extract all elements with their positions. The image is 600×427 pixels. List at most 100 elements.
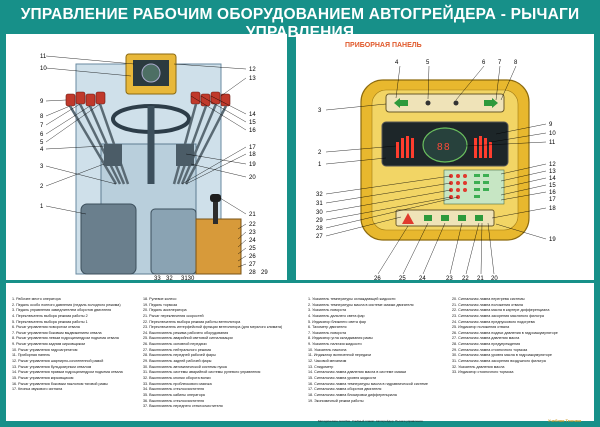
legend-item: 28. Выключатель передней рабочей фары <box>143 353 216 358</box>
callout-left-20: 20 <box>249 175 256 181</box>
legend-item: 6. Рычаг управления поворотом отвала <box>12 325 80 330</box>
legend-column-3: 1. Указатель температуры охлаждающей жид… <box>308 297 428 404</box>
legend-item: 26. Сигнальная лампа подачи давления в г… <box>452 330 558 335</box>
legend: 1. Рабочее место оператора 2. Педаль осо… <box>6 283 594 421</box>
legend-item: 8. Индикатор угла складывания рамы <box>308 336 373 341</box>
legend-item: 30. Сигнальная лампа уровня масла в гидр… <box>452 353 552 358</box>
callout-right-12: 12 <box>549 162 556 168</box>
callout-right-18: 18 <box>549 206 556 212</box>
legend-item: 34. Выключатель стеклоочистителя <box>143 387 205 392</box>
callout-right-16: 16 <box>549 190 556 196</box>
legend-item: 25. Выключатель аварийной световой сигна… <box>143 336 233 341</box>
callout-right-11: 11 <box>549 140 556 146</box>
callout-right-21: 21 <box>477 276 484 280</box>
legend-item: 12. Часовой механизм <box>308 359 347 364</box>
legend-item: 5. Индикатор ближнего света фар <box>308 319 367 324</box>
legend-item: 21. Рычаг переключения скоростей <box>143 313 204 318</box>
callout-left-13: 13 <box>249 76 256 82</box>
callout-left-2: 2 <box>40 184 44 190</box>
callout-left-8: 8 <box>40 114 44 120</box>
legend-item: 27. Выключатель нейтрального режима <box>143 347 211 352</box>
footer-note: Методическое пособие. Учебный плакат. Ав… <box>318 419 424 423</box>
legend-item: 7. Указатель поворота <box>308 330 347 335</box>
legend-item: 25. Индикатор положения отвала <box>452 325 510 330</box>
callout-left-23: 23 <box>249 230 256 236</box>
legend-item: 29. Выключатель задней рабочей фары <box>143 359 212 364</box>
legend-item: 36. Выключатель стеклоочистителя <box>143 398 205 403</box>
legend-item: 16. Сигнальная лампа температуры масла в… <box>308 381 428 386</box>
callout-left-5: 5 <box>40 140 44 146</box>
cab-drawing: 11 10 9 8 7 6 5 4 3 2 1 12 13 14 15 16 1… <box>40 53 268 282</box>
legend-item: 15. Сигнальная лампа уровня жидкости <box>308 375 377 380</box>
legend-item: 28. Сигнальная лампа предупреждения <box>452 342 521 347</box>
legend-item: 22. Сигнальная лампа масла в картере диф… <box>452 308 550 313</box>
legend-item: 4. Указатель дальнего света фар <box>308 313 365 318</box>
callout-right-32: 32 <box>316 192 323 198</box>
legend-column-2: 18. Рулевое колесо 19. Педаль тормоза 20… <box>143 297 282 410</box>
callout-left-1: 1 <box>40 204 44 210</box>
cab-illustration-panel: 11 10 9 8 7 6 5 4 3 2 1 12 13 14 15 16 1… <box>6 34 287 282</box>
legend-item: 9. Рычаг управления задним кирковщиком <box>12 342 85 347</box>
callout-right-19: 19 <box>549 237 556 243</box>
legend-item: 31. Выключатель системы аварийной систем… <box>143 370 261 375</box>
callout-left-25: 25 <box>249 246 256 252</box>
callout-left-22: 22 <box>249 222 256 228</box>
callout-right-31: 31 <box>316 201 323 207</box>
legend-column-1: 1. Рабочее место оператора 2. Педаль осо… <box>12 297 123 393</box>
legend-item: 30. Выключатель автоматической системы п… <box>143 364 227 369</box>
callout-right-3: 3 <box>318 108 322 114</box>
legend-item: 35. Выключатель кабины оператора <box>143 392 205 397</box>
legend-item: 8. Рычаг управления левым гидроцилиндром… <box>12 336 119 341</box>
callout-left-9: 9 <box>40 99 44 105</box>
callout-left-4: 4 <box>40 147 44 153</box>
instrument-panel-title: ПРИБОРНАЯ ПАНЕЛЬ <box>345 42 422 49</box>
callout-right-13: 13 <box>549 169 556 175</box>
callout-left-10: 10 <box>40 66 47 72</box>
callout-left-15: 15 <box>249 120 256 126</box>
callout-right-5: 5 <box>426 60 430 66</box>
callout-right-10: 10 <box>549 131 556 137</box>
legend-item: 33. Выключатель проблескового маячка <box>143 381 212 386</box>
legend-item: 37. Выключатель переднего стеклоочистите… <box>143 404 223 409</box>
legend-item: 10. Указатель наклона <box>308 347 347 352</box>
callout-right-6: 6 <box>482 60 486 66</box>
callout-right-27: 27 <box>316 234 323 240</box>
legend-item: 1. Указатель температуры охлаждающей жид… <box>308 297 396 301</box>
callout-right-9: 9 <box>549 122 553 128</box>
callout-left-19: 19 <box>249 162 256 168</box>
callout-right-28: 28 <box>316 226 323 232</box>
callout-left-21: 21 <box>249 212 256 218</box>
callout-right-15: 15 <box>549 183 556 189</box>
legend-item: 23. Переключатель интерфейсной функции в… <box>143 325 283 330</box>
legend-item: 10. Рычаг управления гидроагрегатом <box>12 347 78 352</box>
callout-right-29: 29 <box>316 218 323 224</box>
legend-item: 9. Указатель наличия жидкости <box>308 342 362 347</box>
callout-right-26: 26 <box>374 276 381 280</box>
callout-left-16: 16 <box>249 128 256 134</box>
callout-left-12: 12 <box>249 67 256 73</box>
legend-item: 33. Индикатор стояночного тормоза <box>452 370 514 375</box>
callout-right-14: 14 <box>549 176 556 182</box>
legend-item: 29. Сигнальная лампа стояночного тормоза <box>452 347 528 352</box>
legend-item: 17. Сигнальная лампа оборотов двигателя <box>308 387 382 392</box>
callout-right-22: 22 <box>462 276 469 280</box>
callout-right-20: 20 <box>491 276 498 280</box>
instrument-panel-box: 8 8 <box>296 34 594 282</box>
callout-right-25: 25 <box>399 276 406 280</box>
legend-item: 14. Сигнальная лампа давления масла в си… <box>308 370 407 375</box>
legend-item: 24. Выключатель режима рабочего оборудов… <box>143 330 229 335</box>
legend-item: 23. Сигнальная лампа засорения масляного… <box>452 313 544 318</box>
callout-left-6: 6 <box>40 132 44 138</box>
callout-left-28: 28 <box>249 270 256 276</box>
legend-item: 32. Выключатель кнопки оборота вилки <box>143 375 211 380</box>
callout-right-30: 30 <box>316 210 323 216</box>
legend-item: 7. Рычаг управления боковым выдвижением … <box>12 330 102 335</box>
callout-left-26: 26 <box>249 254 256 260</box>
legend-column-4: 20. Сигнальная лампа перегрева системы 2… <box>452 297 558 376</box>
legend-item: 3. Педаль управления замедлителем оборот… <box>12 308 112 313</box>
callout-left-3130: 3130 <box>181 276 195 280</box>
callout-right-17: 17 <box>549 197 556 203</box>
legend-item: 15. Рычаг управления кирковщиком <box>12 375 74 380</box>
legend-item: 27. Сигнальная лампа давления масла <box>452 336 520 341</box>
callout-left-17: 17 <box>249 145 256 151</box>
